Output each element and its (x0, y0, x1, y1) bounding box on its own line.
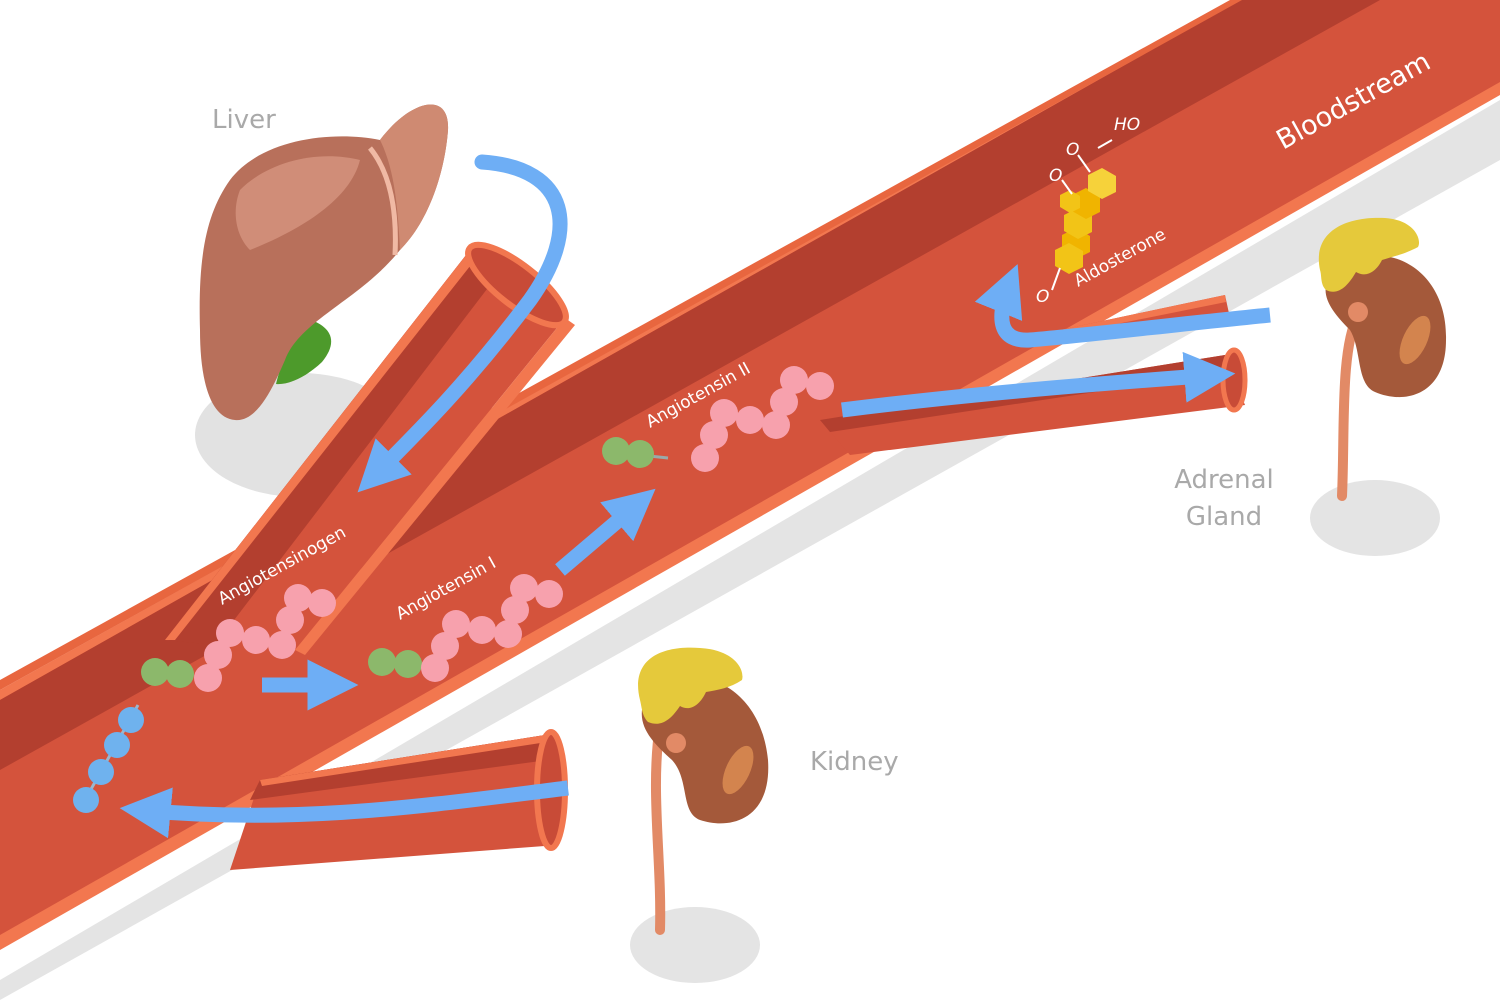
flow-arrow-to-adrenal (841, 351, 1236, 418)
adrenal-gland-icon (638, 647, 743, 724)
chem-oxygen-1: O (1036, 287, 1049, 307)
chem-hydroxyl: HO (1114, 115, 1140, 135)
liver-icon (199, 104, 449, 421)
chem-oxygen-2: O (1049, 166, 1062, 186)
angiotensinogen-chain (141, 584, 336, 692)
flow-arrow-to-angiotensin-2 (555, 488, 656, 576)
aldosterone-molecule-icon (1051, 139, 1116, 291)
renin-chain (73, 704, 144, 813)
kidney-icon (1325, 255, 1447, 501)
cleaved-dipeptide (602, 437, 669, 468)
liver-label: Liver (212, 105, 276, 135)
kidney-branch-vessel (230, 729, 568, 870)
angiotensin-1-chain (368, 574, 563, 682)
flow-arrows (119, 154, 1271, 839)
adrenal-gland-label-line1: Adrenal (1174, 465, 1274, 495)
adrenal-gland-label-line2: Gland (1186, 502, 1262, 532)
flow-arrow-kidney-in (119, 780, 569, 839)
adrenal-gland-icon (1318, 217, 1420, 292)
chem-oxygen-3: O (1066, 140, 1079, 160)
kidney-label: Kidney (810, 747, 899, 777)
flow-arrow-liver-in (357, 154, 568, 493)
angiotensin-2-chain (691, 366, 834, 472)
flow-arrow-aldosterone-out (974, 264, 1271, 348)
